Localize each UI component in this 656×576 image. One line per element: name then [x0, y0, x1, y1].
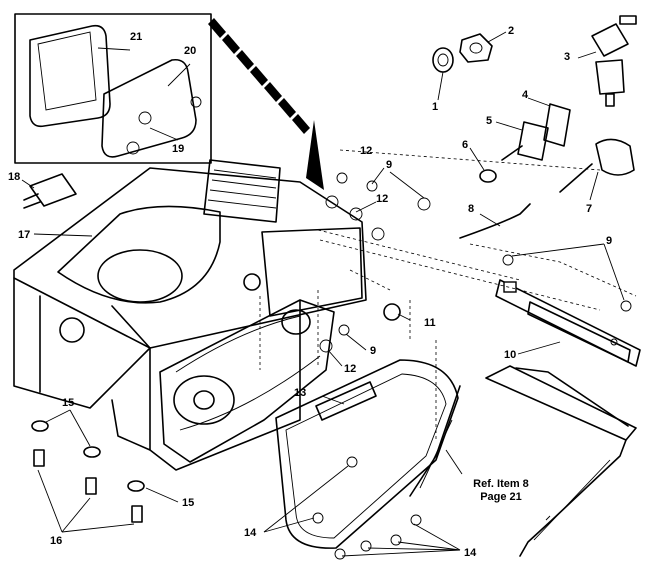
guide-lines [259, 149, 637, 440]
callout-18: 18 [8, 171, 21, 183]
callout-4: 4 [522, 89, 529, 101]
callout-14a: 14 [244, 527, 257, 539]
housing [13, 159, 367, 471]
rail [495, 279, 641, 367]
callout-13: 13 [294, 387, 307, 399]
detail-inset [14, 13, 212, 164]
callout-12c: 12 [344, 363, 357, 375]
callout-10: 10 [504, 349, 517, 361]
callout-17: 17 [18, 229, 31, 241]
callout-19: 19 [172, 143, 185, 155]
inner-panel [159, 299, 335, 463]
callout-15b: 15 [182, 497, 195, 509]
reference-note-line2: Page 21 [480, 491, 522, 504]
callout-8: 8 [468, 203, 475, 215]
callout-9c: 9 [370, 345, 377, 357]
leader-lines [21, 31, 625, 557]
callout-3: 3 [564, 51, 571, 63]
callout-2: 2 [508, 25, 515, 37]
callout-1: 1 [432, 101, 439, 113]
reference-note: Ref. Item 8 Page 21 [456, 478, 546, 504]
callout-9b: 9 [606, 235, 613, 247]
callout-21: 21 [130, 31, 143, 43]
hardware [23, 15, 637, 560]
callout-15a: 15 [62, 397, 75, 409]
callout-12a: 12 [360, 145, 373, 157]
belt-cover [275, 359, 459, 549]
callout-11: 11 [424, 317, 436, 329]
callout-14b: 14 [464, 547, 477, 559]
callout-7: 7 [586, 203, 593, 215]
callout-6: 6 [462, 139, 469, 151]
guide-bracket [409, 365, 637, 557]
callout-5: 5 [486, 115, 493, 127]
reference-note-line1: Ref. Item 8 [473, 478, 529, 490]
callout-16: 16 [50, 535, 63, 547]
callout-12b: 12 [376, 193, 389, 205]
callout-20: 20 [184, 45, 197, 57]
zoom-arrow [208, 18, 324, 190]
callout-9a: 9 [386, 159, 393, 171]
